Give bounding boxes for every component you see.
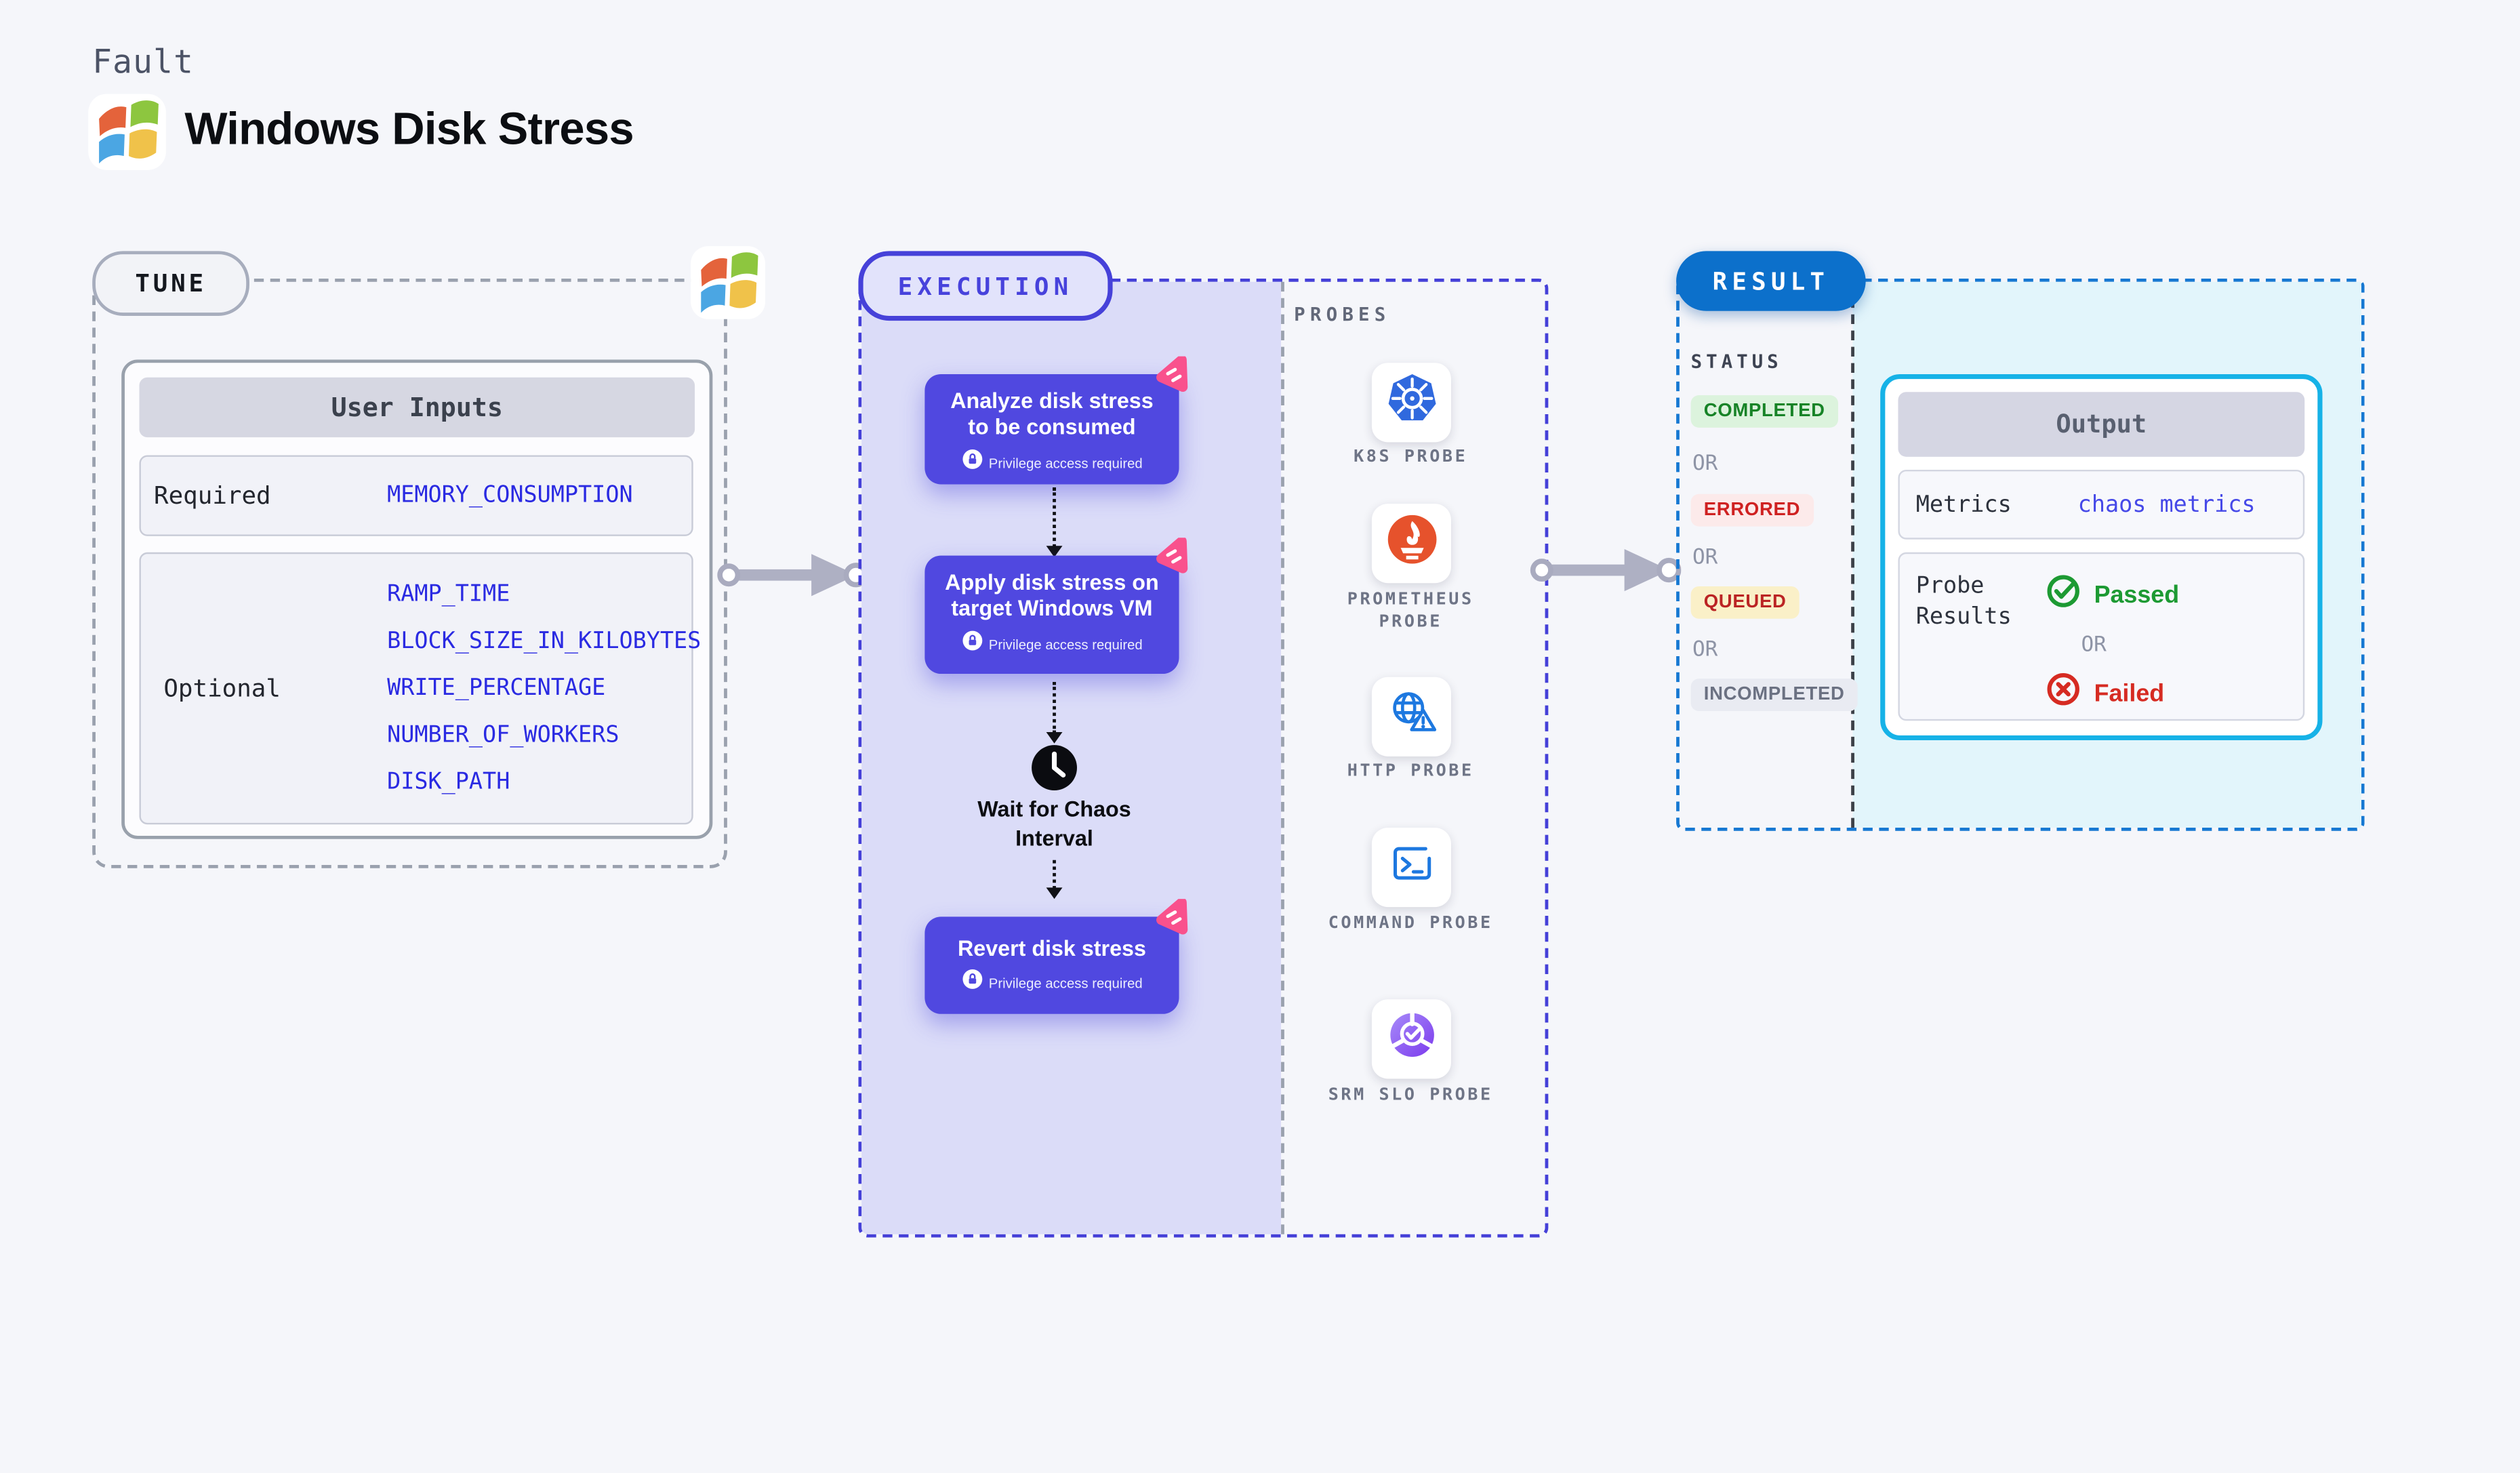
check-circle-icon [2046, 571, 2083, 617]
tune-badge: TUNE [92, 251, 249, 316]
probe-prometheus-label: PROMETHEUS PROBE [1347, 589, 1474, 632]
srm-slo-pie-check-icon [1382, 1006, 1440, 1072]
windows-logo-small-icon [690, 245, 766, 329]
execution-to-result-arrow-icon [1529, 546, 1682, 603]
windows-logo-icon [87, 92, 167, 180]
step-revert-disk-stress: Revert disk stress Privilege access requ… [924, 897, 1188, 1014]
probes-section-label: PROBES [1294, 302, 1391, 326]
probes-left-divider [1281, 281, 1284, 1234]
probe-command-label: COMMAND PROBE [1328, 913, 1493, 933]
output-title: Output [1898, 392, 2305, 457]
param-block-size: BLOCK_SIZE_IN_KILOBYTES [387, 628, 702, 655]
required-label: Required [153, 481, 271, 510]
optional-label: Optional [163, 674, 281, 704]
step-title: Analyze disk stress to be consumed [950, 388, 1154, 440]
optional-params-list: RAMP_TIME BLOCK_SIZE_IN_KILOBYTES WRITE_… [387, 571, 701, 806]
output-table: Output Metrics chaos metrics Probe Resul… [1880, 374, 2323, 740]
param-ramp-time: RAMP_TIME [387, 581, 510, 608]
chaos-icon [1155, 897, 1194, 946]
privilege-label: Privilege access required [988, 636, 1143, 653]
lock-icon [961, 449, 982, 478]
status-completed-badge: COMPLETED [1690, 395, 1838, 428]
flow-connector-3 [1044, 860, 1064, 907]
fault-eyebrow: Fault [92, 42, 195, 81]
probe-http [1371, 677, 1451, 756]
probe-srm-slo [1371, 999, 1451, 1079]
status-label: STATUS [1690, 350, 1783, 373]
status-queued-badge: QUEUED [1690, 586, 1800, 619]
user-inputs-title: User Inputs [139, 377, 695, 438]
step-apply-disk-stress: Apply disk stress on target Windows VM P… [924, 536, 1188, 674]
or-separator: OR [1692, 638, 1718, 663]
lock-icon [961, 630, 982, 659]
command-terminal-icon [1382, 834, 1440, 901]
metrics-value: chaos metrics [2077, 492, 2256, 519]
probe-srm-slo-label: SRM SLO PROBE [1328, 1085, 1493, 1105]
failed-result: Failed [2046, 670, 2164, 716]
or-separator: OR [2081, 633, 2107, 658]
probe-k8s-label: K8S PROBE [1354, 447, 1468, 467]
passed-result: Passed [2046, 571, 2179, 617]
param-write-percentage: WRITE_PERCENTAGE [387, 675, 606, 702]
or-separator: OR [1692, 451, 1718, 477]
optional-inputs-row: Optional RAMP_TIME BLOCK_SIZE_IN_KILOBYT… [139, 552, 701, 825]
http-globe-warning-icon [1382, 683, 1440, 750]
probe-results-label: Probe Results [1915, 573, 2012, 630]
status-errored-badge: ERRORED [1690, 493, 1814, 527]
privilege-label: Privilege access required [988, 455, 1143, 472]
passed-label: Passed [2094, 580, 2180, 609]
tune-to-execution-arrow-icon [716, 550, 868, 607]
param-memory-consumption: MEMORY_CONSUMPTION [387, 483, 633, 509]
step-title: Apply disk stress on target Windows VM [945, 570, 1159, 622]
privilege-label: Privilege access required [988, 975, 1143, 992]
x-circle-icon [2046, 670, 2083, 716]
result-badge: RESULT [1676, 251, 1866, 311]
probe-http-label: HTTP PROBE [1347, 761, 1474, 781]
chaos-icon [1155, 355, 1194, 403]
flow-connector-1 [1044, 487, 1064, 565]
metrics-label: Metrics [1915, 492, 2012, 519]
probe-k8s [1371, 363, 1451, 443]
probe-command [1371, 828, 1451, 908]
result-divider [1851, 281, 1854, 828]
or-separator: OR [1692, 546, 1718, 571]
param-disk-path: DISK_PATH [387, 769, 510, 796]
probe-prometheus [1371, 504, 1451, 584]
lock-icon [961, 969, 982, 998]
failed-label: Failed [2094, 679, 2165, 707]
probe-results-row: Probe Results Passed OR F [1898, 552, 2305, 721]
clock-icon [1030, 744, 1079, 801]
metrics-row: Metrics chaos metrics [1898, 469, 2305, 540]
flow-connector-2 [1044, 681, 1064, 752]
wait-for-chaos-interval-label: Wait for Chaos Interval [977, 796, 1131, 850]
status-incompleted-badge: INCOMPLETED [1690, 679, 1858, 711]
required-inputs-row: Required MEMORY_CONSUMPTION [139, 455, 693, 536]
user-inputs-table: User Inputs Required MEMORY_CONSUMPTION … [121, 359, 713, 839]
chaos-icon [1155, 536, 1194, 584]
kubernetes-icon [1382, 369, 1440, 436]
execution-badge: EXECUTION [858, 251, 1113, 321]
prometheus-icon [1382, 510, 1440, 577]
step-title: Revert disk stress [957, 936, 1146, 961]
page-title: Windows Disk Stress [184, 103, 634, 154]
step-analyze-disk-stress: Analyze disk stress to be consumed Privi… [924, 355, 1188, 485]
param-number-of-workers: NUMBER_OF_WORKERS [387, 722, 619, 748]
